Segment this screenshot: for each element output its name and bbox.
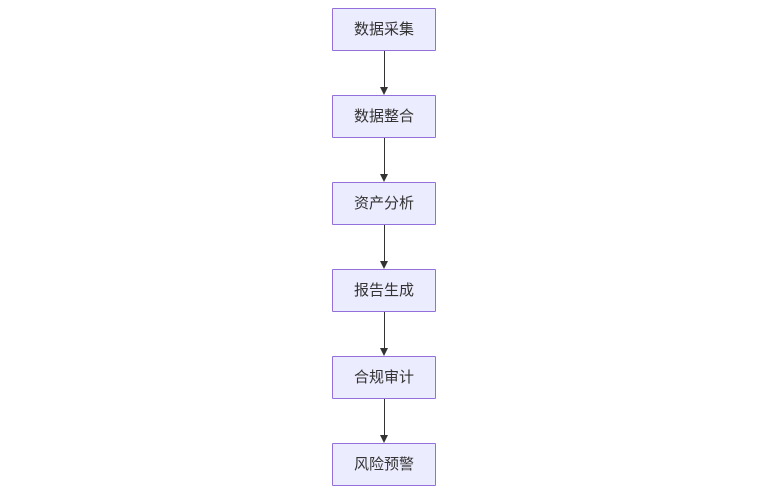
arrow-line	[383, 399, 385, 435]
flow-node-label: 资产分析	[353, 195, 414, 212]
flow-node-label: 数据整合	[353, 108, 414, 125]
flow-arrow-5-6	[379, 399, 389, 443]
flow-node-label: 合规审计	[353, 369, 414, 386]
flow-node-4: 报告生成	[332, 269, 436, 312]
flow-node-label: 风险预警	[353, 456, 414, 473]
flow-node-3: 资产分析	[332, 182, 436, 225]
arrow-line	[383, 225, 385, 261]
arrowhead-down-icon	[380, 435, 388, 443]
flow-arrow-3-4	[379, 225, 389, 269]
flow-node-5: 合规审计	[332, 356, 436, 399]
flow-arrow-2-3	[379, 138, 389, 182]
flow-node-label: 报告生成	[353, 282, 414, 299]
flow-arrow-4-5	[379, 312, 389, 356]
arrow-line	[383, 51, 385, 87]
flow-node-6: 风险预警	[332, 443, 436, 486]
arrowhead-down-icon	[380, 348, 388, 356]
flow-node-label: 数据采集	[353, 21, 414, 38]
arrowhead-down-icon	[380, 174, 388, 182]
arrowhead-down-icon	[380, 87, 388, 95]
arrowhead-down-icon	[380, 261, 388, 269]
arrow-line	[383, 138, 385, 174]
flow-node-1: 数据采集	[332, 8, 436, 51]
flow-node-2: 数据整合	[332, 95, 436, 138]
flow-arrow-1-2	[379, 51, 389, 95]
arrow-line	[383, 312, 385, 348]
